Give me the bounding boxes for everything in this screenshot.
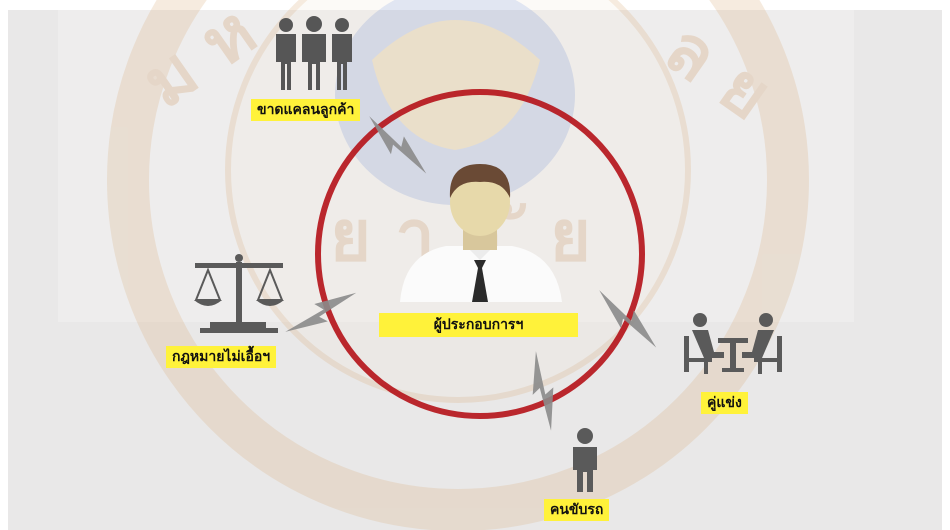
law-label: กฎหมายไม่เอื้อฯ (166, 346, 277, 368)
driver-label: คนขับรถ (544, 499, 610, 521)
customers-label: ขาดแคลนลูกค้า (251, 99, 361, 121)
university-seal-watermark: ม ห ล ย ย า ล ั ย (107, 0, 809, 530)
center-ring (315, 89, 645, 419)
businessman-icon (400, 164, 562, 302)
entrepreneur-label: ผู้ประกอบการฯ (379, 313, 578, 337)
competitors-label: คู่แข่ง (701, 392, 748, 414)
scales-of-justice-icon (194, 254, 284, 333)
people-group-icon (276, 16, 352, 90)
person-icon (573, 428, 597, 492)
meeting-table-icon (684, 313, 782, 374)
